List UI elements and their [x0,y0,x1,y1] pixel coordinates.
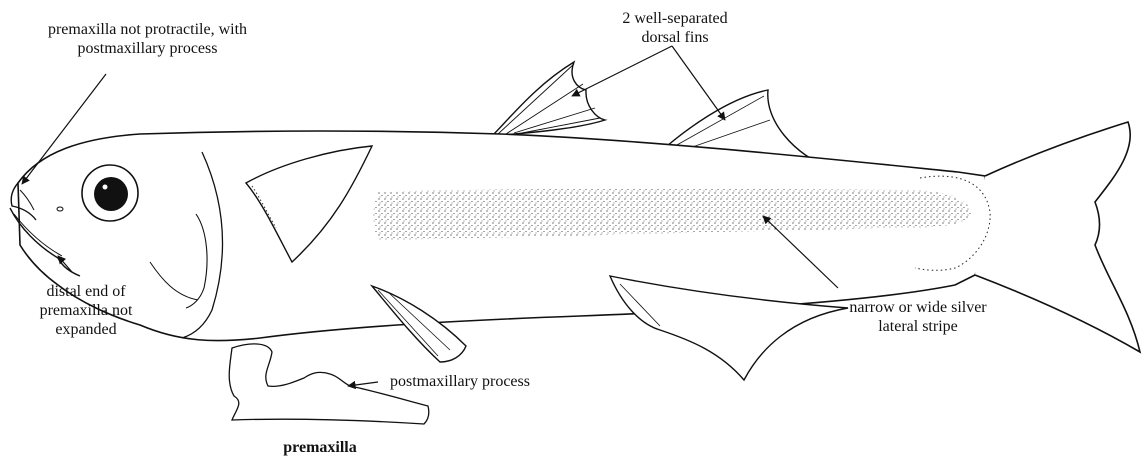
distal-end-label: distal end of premaxilla not expanded [0,282,172,339]
postmax-pointer-line [348,382,378,386]
lateral-stripe-label-line2: lateral stripe [818,317,1018,336]
lateral-stripe-label-line1: narrow or wide silver [818,298,1018,317]
dorsal-fins-label-line1: 2 well-separated [570,9,780,28]
dorsal-fins-label-line2: dorsal fins [570,28,780,47]
premaxilla-caption: premaxilla [240,438,400,457]
premaxilla-label-line1: premaxilla not protractile, with [0,20,295,39]
postmaxillary-process-label: postmaxillary process [390,372,530,391]
distal-end-label-line3: expanded [0,320,172,339]
dorsal-pointer-line-2 [672,46,725,120]
dorsal-pointer-line-1 [572,46,672,96]
distal-end-label-line2: premaxilla not [0,301,172,320]
eye [82,165,138,221]
first-dorsal-fin [492,62,605,136]
lateral-stripe-label: narrow or wide silver lateral stripe [818,298,1018,336]
distal-end-label-line1: distal end of [0,282,172,301]
dorsal-fins-label: 2 well-separated dorsal fins [570,9,780,47]
premaxilla-label-line2: postmaxillary process [0,39,295,58]
premaxilla-label: premaxilla not protractile, with postmax… [0,20,295,58]
